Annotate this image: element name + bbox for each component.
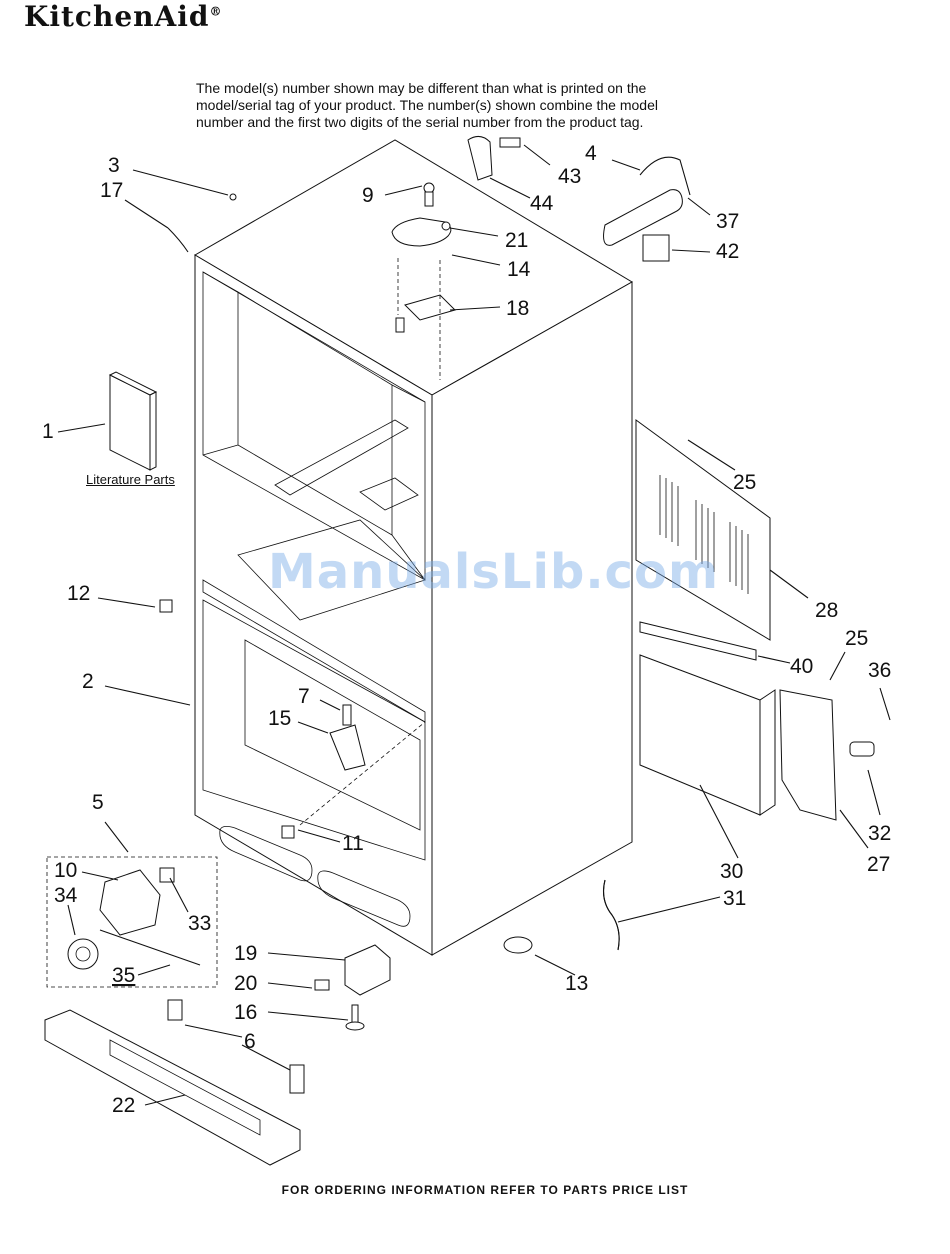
cabinet: [194, 139, 633, 956]
note-line: number and the first two digits of the s…: [196, 114, 644, 130]
callout-33: 33: [188, 912, 211, 935]
callout-42: 42: [716, 240, 739, 263]
literature-parts-label: Literature Parts: [86, 472, 175, 487]
note-line: model/serial tag of your product. The nu…: [196, 97, 658, 113]
callout-22: 22: [112, 1094, 135, 1117]
callout-12: 12: [67, 582, 90, 605]
brand-name: KitchenAid: [24, 0, 210, 33]
model-number-note: The model(s) number shown may be differe…: [196, 80, 756, 131]
callout-4: 4: [585, 142, 597, 165]
callout-6: 6: [244, 1030, 256, 1053]
callout-37: 37: [716, 210, 739, 233]
bottom-hardware: [44, 856, 620, 1166]
callout-27: 27: [867, 853, 890, 876]
callout-9: 9: [362, 184, 374, 207]
callout-1: 1: [42, 420, 54, 443]
callout-19: 19: [234, 942, 257, 965]
callout-5: 5: [92, 791, 104, 814]
callout-14: 14: [507, 258, 531, 281]
callout-18: 18: [506, 297, 529, 320]
callout-40: 40: [790, 655, 813, 678]
top-hinge-assembly: [391, 182, 456, 380]
callout-17: 17: [100, 179, 123, 202]
registered-mark: ®: [209, 4, 223, 19]
callout-21: 21: [505, 229, 528, 252]
callout-34: 34: [54, 884, 78, 907]
callout-3: 3: [108, 154, 120, 177]
callout-labels: 3 17 1 12 2 7 15 11 9 21 14 18 43 44 4 3…: [42, 142, 891, 1117]
footer-ordering-info: FOR ORDERING INFORMATION REFER TO PARTS …: [281, 1183, 689, 1197]
callout-13: 13: [565, 972, 588, 995]
literature-booklet: [108, 371, 158, 471]
watermark: ManualsLib.com: [268, 544, 719, 600]
note-line: The model(s) number shown may be differe…: [196, 80, 647, 96]
callout-28: 28: [815, 599, 838, 622]
callout-7: 7: [298, 685, 310, 708]
callout-11: 11: [342, 832, 364, 855]
callout-44: 44: [530, 192, 554, 215]
callout-31: 31: [723, 887, 746, 910]
callout-10: 10: [54, 859, 77, 882]
callout-35: 35: [112, 964, 135, 987]
callout-16: 16: [234, 1001, 257, 1024]
callout-36: 36: [868, 659, 891, 682]
callout-2: 2: [82, 670, 94, 693]
callout-25-top: 25: [733, 471, 756, 494]
callout-25-bottom: 25: [845, 627, 868, 650]
leader-lines: [57, 144, 891, 1106]
callout-32: 32: [868, 822, 891, 845]
water-valve-parts: [467, 136, 691, 262]
cabinet-screws: [159, 193, 426, 839]
rear-access-panels: [635, 419, 875, 821]
callout-43: 43: [558, 165, 581, 188]
callout-15: 15: [268, 707, 291, 730]
callout-30: 30: [720, 860, 743, 883]
brand-logo: KitchenAid®: [24, 0, 222, 33]
callout-20: 20: [234, 972, 257, 995]
